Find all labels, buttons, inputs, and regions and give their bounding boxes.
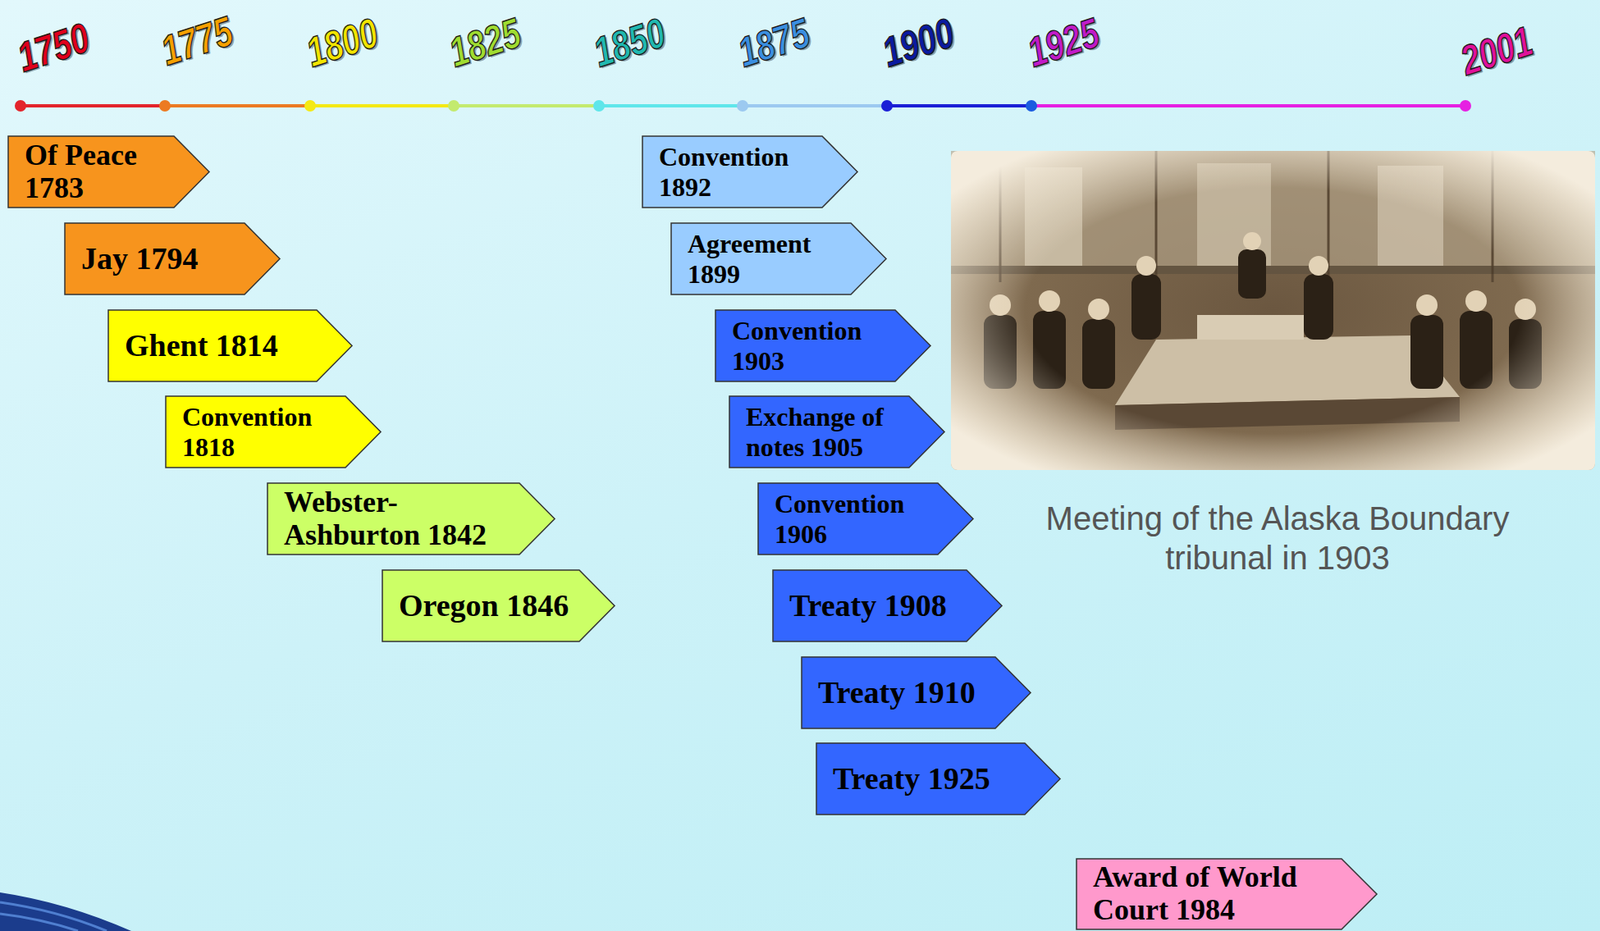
arrow-outline: [801, 657, 1031, 729]
text-holder: Award of World Court 1984: [1075, 861, 1315, 927]
treaty-label: Agreement 1899: [670, 228, 832, 290]
arrow-outline: [64, 223, 280, 295]
text-holder: Treaty 1910: [800, 676, 976, 711]
treaty-label: Award of World Court 1984: [1075, 861, 1315, 927]
treaty-arrow: Convention 1903: [714, 309, 932, 383]
text-holder: Oregon 1846: [381, 589, 569, 624]
treaty-arrow: Jay 1794: [64, 222, 281, 296]
arrow-outline: [108, 310, 352, 382]
arrow-outline: [758, 483, 974, 555]
decor-line: [310, 104, 454, 108]
treaty-arrow: Convention 1818: [164, 395, 382, 469]
text-holder: Webster- Ashburton 1842: [266, 486, 494, 552]
decor-circle: [159, 100, 171, 112]
year-label: 1775: [155, 7, 239, 75]
corner-swoosh: [0, 892, 132, 931]
text-holder: Ghent 1814: [107, 329, 279, 364]
treaty-label: Convention 1892: [641, 141, 803, 203]
decor-line: [453, 104, 599, 108]
treaty-arrow: Agreement 1899: [670, 222, 887, 296]
decor-line: [886, 104, 1032, 108]
treaty-arrow: Webster- Ashburton 1842: [266, 482, 556, 556]
year-label: 1750: [11, 13, 96, 82]
decor-rect: [950, 150, 1596, 471]
text-holder: Convention 1818: [164, 402, 326, 463]
treaty-arrow: Treaty 1925: [815, 742, 1061, 816]
year-label: 2001: [1454, 17, 1539, 85]
treaty-label: Treaty 1925: [815, 762, 991, 797]
treaty-arrow: Oregon 1846: [381, 569, 616, 643]
decor-circle: [1459, 100, 1472, 112]
decor-circle: [448, 100, 460, 112]
timeline-axis: [14, 100, 1472, 112]
decor-path: [0, 914, 78, 931]
decor-circle: [593, 100, 605, 112]
decor-circle: [304, 100, 316, 112]
treaty-arrow: Award of World Court 1984: [1075, 858, 1378, 931]
text-holder: Treaty 1925: [815, 762, 991, 797]
treaty-label: Jay 1794: [64, 242, 199, 277]
decor-rect: [950, 150, 1596, 471]
decor-path: [0, 892, 132, 931]
treaty-arrow: Treaty 1910: [800, 656, 1032, 730]
treaty-label: Webster- Ashburton 1842: [266, 486, 494, 552]
treaty-label: Convention 1906: [757, 489, 919, 550]
arrow-outline: [671, 223, 887, 295]
treaty-arrow: Exchange of notes 1905: [728, 395, 946, 469]
treaty-arrow: Ghent 1814: [107, 309, 353, 383]
arrow-outline: [715, 310, 931, 382]
decor-path: [0, 902, 107, 931]
year-label: 1850: [587, 9, 672, 77]
text-holder: Convention 1906: [757, 489, 919, 550]
text-holder: Exchange of notes 1905: [728, 402, 890, 463]
year-label: 1900: [876, 9, 960, 77]
arrow-outline: [816, 743, 1061, 815]
year-label: 1800: [300, 9, 384, 77]
arrow-outline: [382, 570, 615, 642]
text-holder: Jay 1794: [64, 242, 199, 277]
arrow-outline: [642, 136, 858, 208]
text-holder: Of Peace 1783: [7, 139, 165, 205]
decor-circle: [14, 100, 27, 112]
decor-circle: [736, 100, 749, 112]
photo-caption: Meeting of the Alaska Boundary tribunal …: [1031, 498, 1524, 578]
text-holder: Convention 1903: [714, 315, 876, 377]
arrow-outline: [1076, 859, 1377, 930]
decor-line: [164, 104, 311, 108]
year-label: 1875: [731, 9, 816, 77]
treaty-arrow: Convention 1906: [757, 482, 974, 556]
treaty-arrow: Convention 1892: [641, 135, 859, 209]
treaty-label: Oregon 1846: [381, 589, 569, 624]
treaty-label: Ghent 1814: [107, 329, 279, 364]
arrow-outline: [267, 483, 555, 555]
arrow-outline: [165, 396, 381, 468]
text-holder: Treaty 1908: [772, 589, 947, 624]
arrow-outline: [772, 570, 1002, 642]
decor-line: [742, 104, 887, 108]
decor-circle: [1025, 100, 1038, 112]
treaty-label: Treaty 1908: [772, 589, 947, 624]
treaty-label: Convention 1903: [714, 315, 876, 377]
decor-line: [1031, 104, 1466, 108]
arrow-outline: [8, 136, 210, 208]
treaty-label: Treaty 1910: [800, 676, 976, 711]
tribunal-photo: [950, 150, 1596, 471]
year-label: 1925: [1021, 9, 1106, 77]
treaty-arrow: Treaty 1908: [772, 569, 1003, 643]
decor-line: [598, 104, 743, 108]
treaty-arrow: Of Peace 1783: [7, 135, 211, 209]
decor-line: [20, 104, 165, 108]
treaty-label: Of Peace 1783: [7, 139, 165, 205]
treaty-label: Convention 1818: [164, 402, 326, 463]
treaty-label: Exchange of notes 1905: [728, 402, 890, 463]
year-label: 1825: [443, 9, 527, 77]
text-holder: Agreement 1899: [670, 228, 832, 290]
decor-circle: [881, 100, 893, 112]
text-holder: Convention 1892: [641, 141, 803, 203]
arrow-outline: [729, 396, 945, 468]
